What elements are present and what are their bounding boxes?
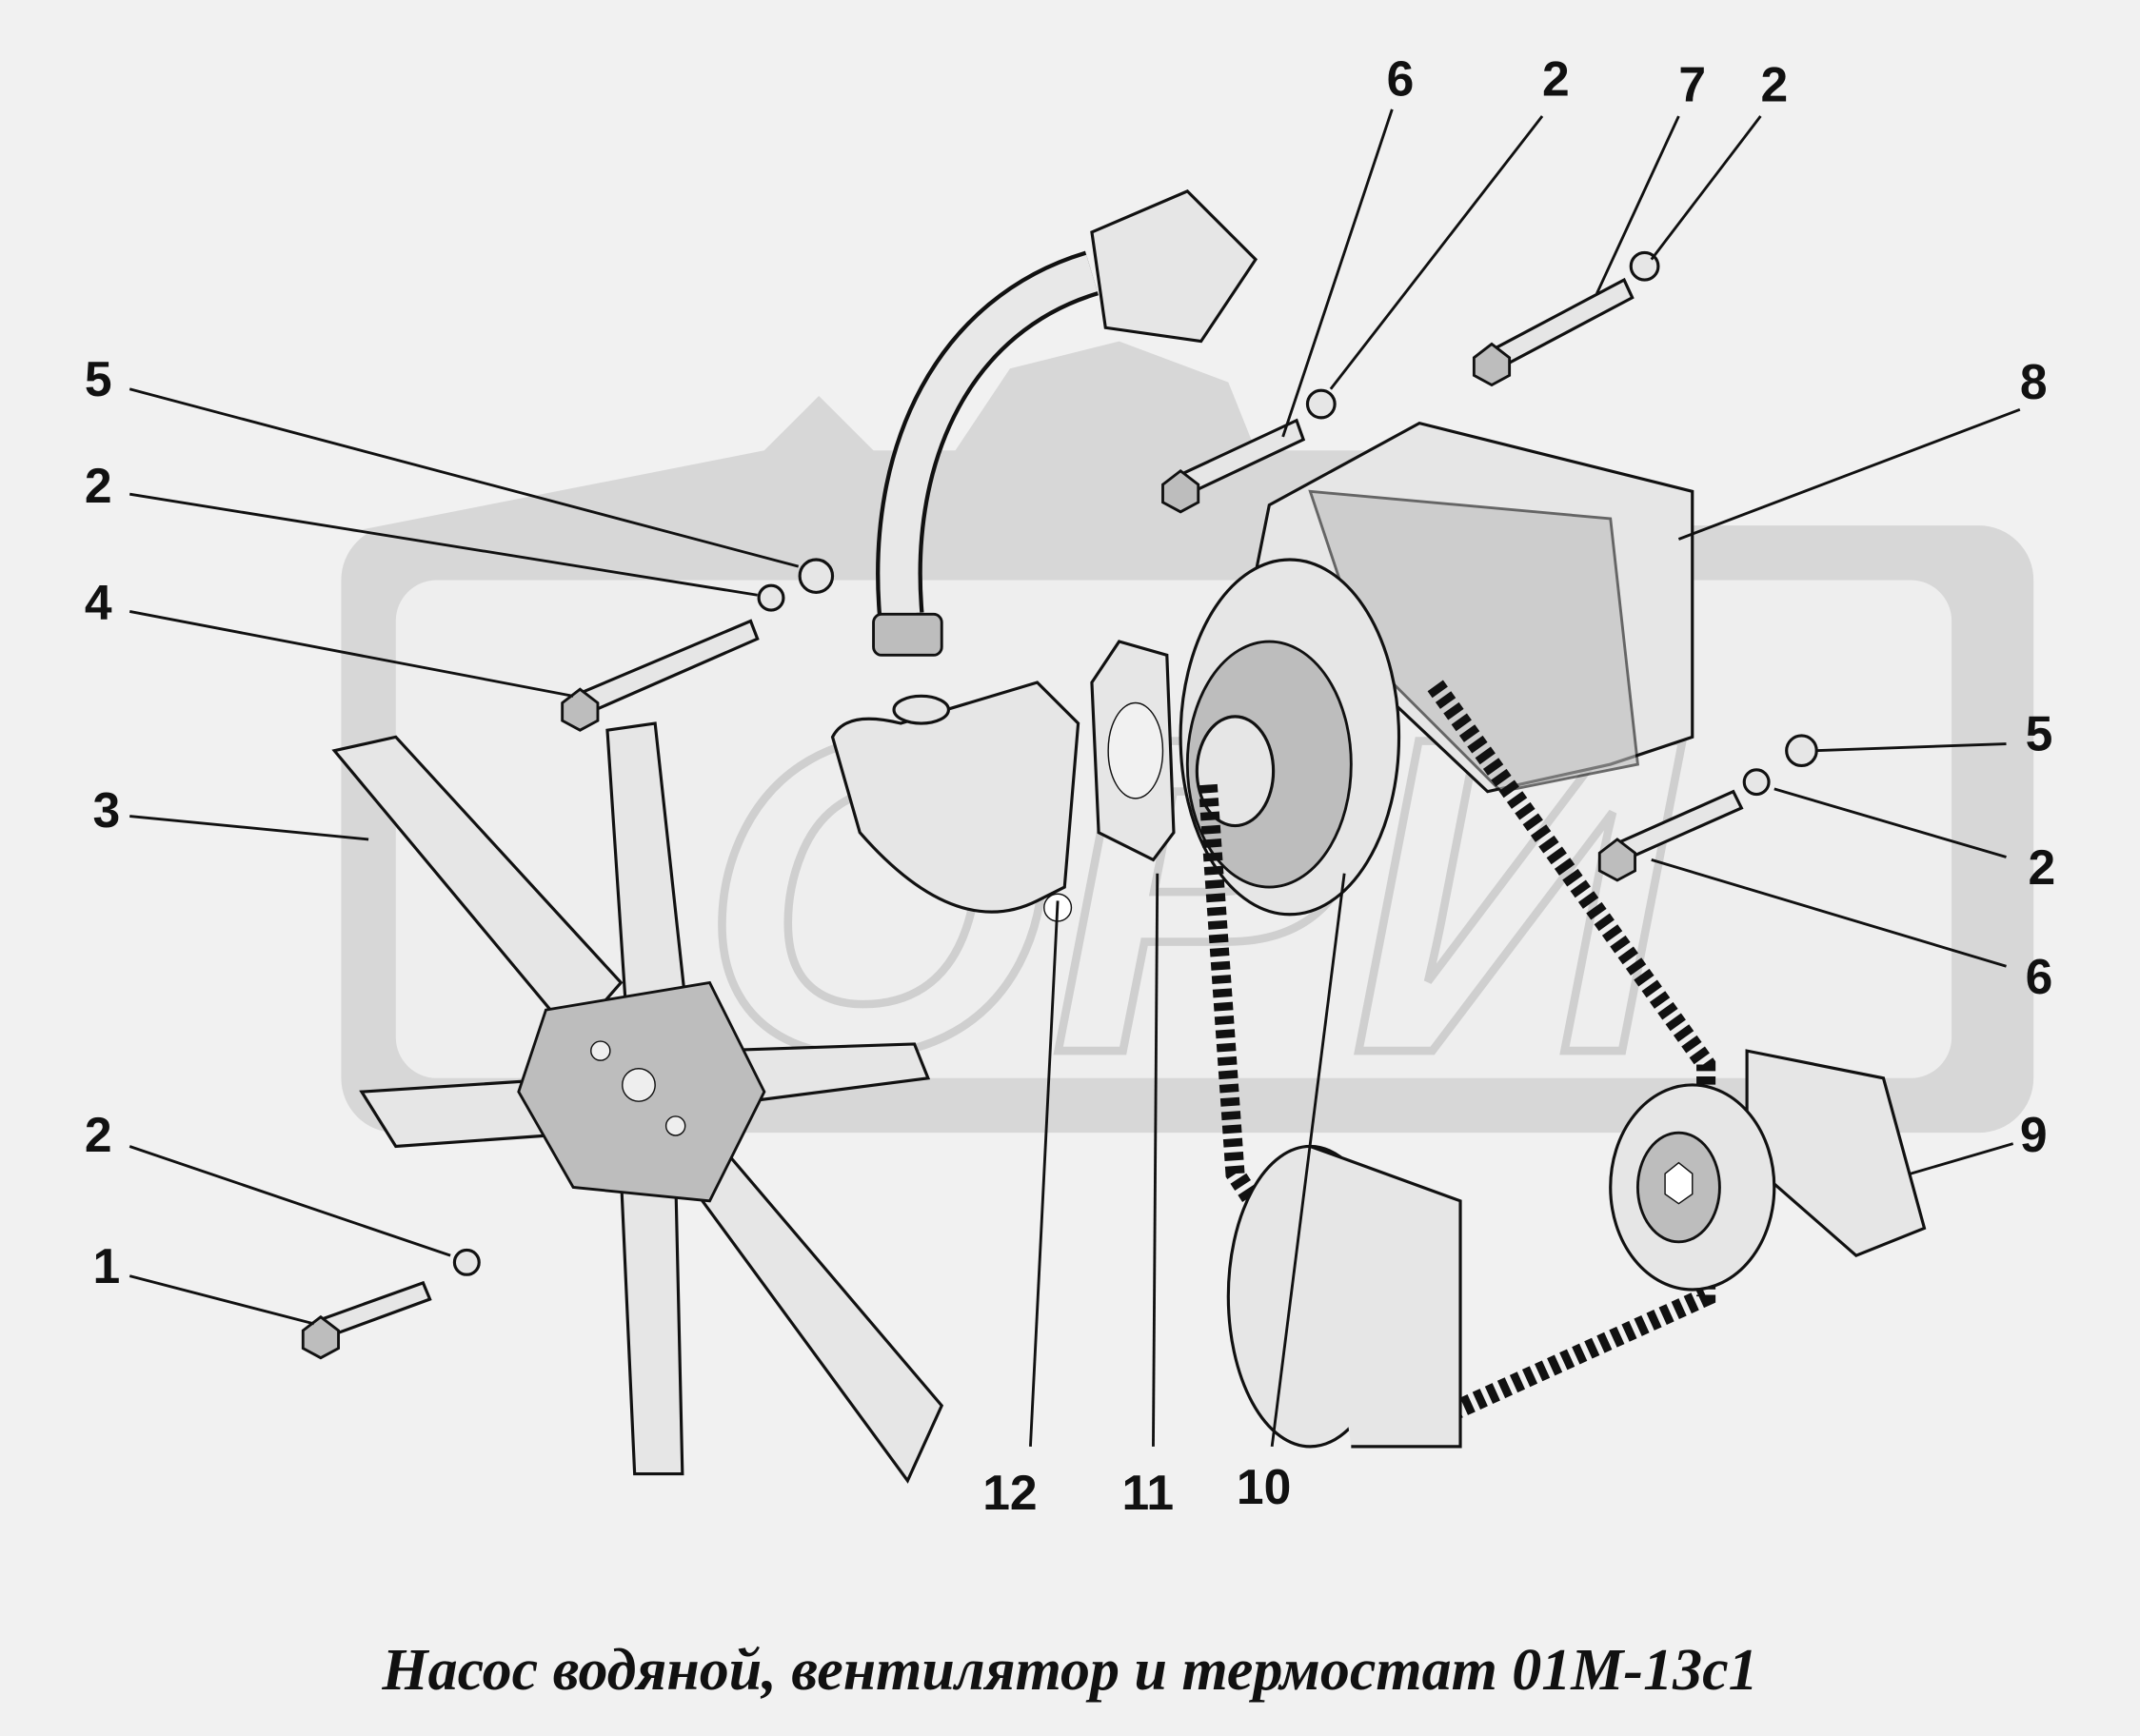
callout-9: 9 <box>2020 1107 2048 1162</box>
callout-11: 11 <box>1121 1465 1174 1520</box>
callout-2: 2 <box>1542 51 1570 107</box>
callout-4: 4 <box>85 575 112 630</box>
bolt-part-7 <box>1472 277 1635 387</box>
bolt-part-6-right <box>1597 789 1744 882</box>
bolt-part-1 <box>301 1280 432 1360</box>
hose-pipe <box>872 189 1258 657</box>
fan-part-3 <box>331 721 944 1484</box>
callout-3: 3 <box>92 782 120 838</box>
gasket-part-11 <box>1090 640 1176 862</box>
callout-10: 10 <box>1237 1459 1291 1514</box>
callout-2: 2 <box>2028 839 2055 895</box>
callout-2: 2 <box>85 1107 112 1162</box>
callout-6: 6 <box>1387 51 1415 107</box>
callout-5: 5 <box>85 351 112 406</box>
callout-1: 1 <box>92 1238 120 1293</box>
washer-part-2 <box>452 1248 481 1276</box>
belt-part-10 <box>1198 677 1716 1446</box>
callouts: 6 2 7 2 8 5 2 4 3 2 1 5 2 6 9 12 11 10 <box>85 51 2055 1520</box>
callout-2: 2 <box>85 458 112 513</box>
leader-lines <box>129 108 2021 1448</box>
generator <box>1226 1144 1462 1449</box>
washer-part-5 <box>798 558 835 594</box>
callout-8: 8 <box>2020 354 2048 409</box>
callout-2: 2 <box>1760 56 1788 111</box>
bolt-part-6-top <box>1161 418 1306 514</box>
bolt-part-4 <box>561 619 760 732</box>
water-pump <box>1179 421 1694 917</box>
washer-part-2 <box>757 583 785 612</box>
tensioner-part-9 <box>1609 1049 1927 1292</box>
callout-7: 7 <box>1678 56 1706 111</box>
callout-5: 5 <box>2026 706 2053 761</box>
diagram-caption: Насос водяной, вентилятор и термостат 01… <box>382 1638 1758 1703</box>
callout-12: 12 <box>982 1465 1037 1520</box>
callout-6: 6 <box>2026 949 2053 1004</box>
